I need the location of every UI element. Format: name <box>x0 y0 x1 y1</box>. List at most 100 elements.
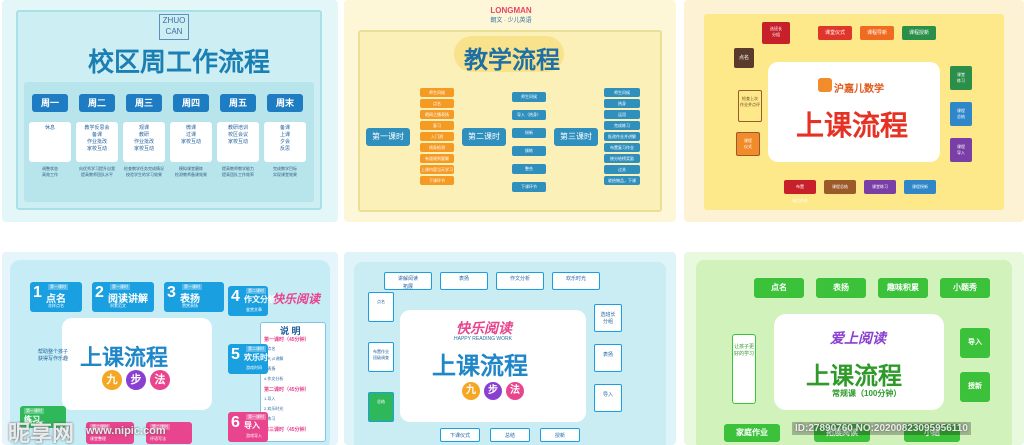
lesson-1: 第一课时 <box>366 128 410 146</box>
step-box: 导入 <box>594 384 622 412</box>
watermark-brand: 昵享网 <box>8 421 75 445</box>
panel-teaching-process[interactable]: LONGMAN 朗文 · 少儿英语 教学流程 第一课时 第二课时 第三课时 师生… <box>344 0 676 222</box>
step-box: 授新 <box>540 428 580 442</box>
task-card: 观课 教研 作业批改 家校互动 <box>123 122 165 162</box>
step-badge: 九 <box>102 370 122 390</box>
step-box: 欢乐时光 <box>552 272 600 290</box>
step-name: 阅读讲解 <box>108 294 148 305</box>
task-note: 检查教学任务完成情况 校验学生的学习效果 <box>124 166 164 177</box>
step-tag: 第一课时 <box>110 284 130 290</box>
page-title: 上课流程 <box>796 110 909 141</box>
step-tag: 第二课时 <box>246 346 266 352</box>
step-item: 运用 <box>604 110 640 119</box>
step-tag: 第二课时 <box>90 424 110 430</box>
step-tag: 第二课时 <box>150 424 170 430</box>
step-box: 点名 <box>368 292 394 322</box>
step-block: 第二课时课堂整理 <box>86 422 134 444</box>
task-card: 备课 上课 夕会 反思 <box>264 122 306 162</box>
page-title: 上课流程 <box>80 345 169 370</box>
task-note: 模拟课堂磨炼 检测教师备课效果 <box>175 166 207 177</box>
step-box: 拓展阅读 <box>814 424 870 442</box>
step-box: 讲解阅读 拓展 <box>384 272 432 290</box>
step-box: 课堂练习 <box>864 180 896 194</box>
step-badge: 法 <box>506 382 524 400</box>
task-card: 教学反思会 备课 作业批改 家校互动 <box>76 122 118 162</box>
step-box: 让孩子更好的学习 <box>732 334 756 404</box>
step-box: 课堂仪式 <box>818 26 852 40</box>
legend-row: 2.欢乐时光 <box>264 406 284 411</box>
step-item: 线条检测 <box>420 143 454 152</box>
legend-row: 4.作文分析 <box>264 376 284 381</box>
step-badge: 步 <box>126 370 146 390</box>
page-subtitle: 常规课（100分钟） <box>832 389 902 398</box>
page-title: 上课流程 <box>432 353 528 380</box>
watermark-site: www.nipic.com <box>86 425 166 437</box>
love-reading-logo: 爱上阅读 <box>830 330 886 346</box>
math-logo: 沪嘉儿数学 <box>834 84 884 95</box>
step-badge: 步 <box>484 382 502 400</box>
step-item: 过关 <box>604 165 640 174</box>
day-label: 周五 <box>220 94 256 112</box>
legend-row: 1.点名 <box>264 346 276 351</box>
panel-nine-steps-b[interactable]: 快乐阅读 HAPPY READING WORK 上课流程 九步法 讲解阅读 拓展… <box>344 252 676 445</box>
step-box: 表扬 <box>594 344 622 372</box>
step-box: 选班长 分组 <box>594 304 622 332</box>
step-tag: 第一课时 <box>182 284 202 290</box>
step-item: 复习 <box>420 121 454 130</box>
legend-row: 第三课时（45分钟） <box>264 427 310 433</box>
step-sub: 游戏时间 <box>246 365 262 370</box>
day-label: 周三 <box>126 94 162 112</box>
title-banner <box>454 36 564 72</box>
step-number: 2 <box>95 284 104 301</box>
step-sub: 课堂整理 <box>90 436 106 441</box>
math-logo-cube <box>818 78 832 92</box>
task-note: 提高教师教学能力 提高团队工作效率 <box>222 166 254 177</box>
longman-logo: LONGMAN 朗文 · 少儿英语 <box>490 6 532 24</box>
legend-box <box>260 322 326 442</box>
step-tag: 第一课时 <box>48 284 68 290</box>
step-box: 选班长 分组 <box>762 22 790 44</box>
day-label: 周一 <box>32 94 68 112</box>
task-card: 休息 <box>29 122 71 162</box>
step-box: 小题秀 <box>940 278 990 298</box>
step-sub: 鉴赏文章 <box>246 307 262 312</box>
step-item: 批改作业并讲解 <box>604 132 640 141</box>
step-box: 课程 仪式 <box>736 132 760 156</box>
day-label: 周四 <box>173 94 209 112</box>
step-item: 上课内容当天学习 <box>420 165 454 174</box>
step-box: 授新 <box>960 372 990 402</box>
step-block: 第一课时练习习题写作文 <box>20 406 66 428</box>
center-board <box>400 310 586 422</box>
panel-class-process-math[interactable]: 沪嘉儿数学 上课流程 选班长 分组课堂仪式课程导新课程授新课堂 练习课程 总结课… <box>684 0 1024 222</box>
step-box: 总结 <box>490 428 530 442</box>
step-number: 4 <box>231 288 240 305</box>
day-label: 周末 <box>267 94 303 112</box>
step-sub: 评语写法 <box>150 436 166 441</box>
page-title: 上课流程 <box>806 363 902 390</box>
step-block: 第二课时评语写法 <box>146 422 192 444</box>
center-board <box>774 314 944 410</box>
step-box: 趣味积累 <box>878 278 928 298</box>
step-box: 课程授新 <box>902 26 936 40</box>
step-item: 有道规则要解 <box>420 154 454 163</box>
step-box: 导入 <box>960 328 990 358</box>
happy-reading-logo: 快乐阅读 <box>456 320 512 336</box>
step-item: 授新 <box>512 128 546 138</box>
step-item: 操练 <box>512 146 546 156</box>
step-box: 下课仪式 <box>440 428 480 442</box>
step-item: 布置复习作业 <box>604 143 640 152</box>
step-name: 作文分析 <box>244 295 276 304</box>
step-item: 师生问候 <box>604 88 640 97</box>
step-item: 统分给榜奖励 <box>604 154 640 163</box>
center-board <box>768 62 940 162</box>
panel-regular-class[interactable]: 爱上阅读 上课流程 常规课（100分钟） 点名表扬趣味积累小题秀导入授新家庭作业… <box>684 252 1024 445</box>
